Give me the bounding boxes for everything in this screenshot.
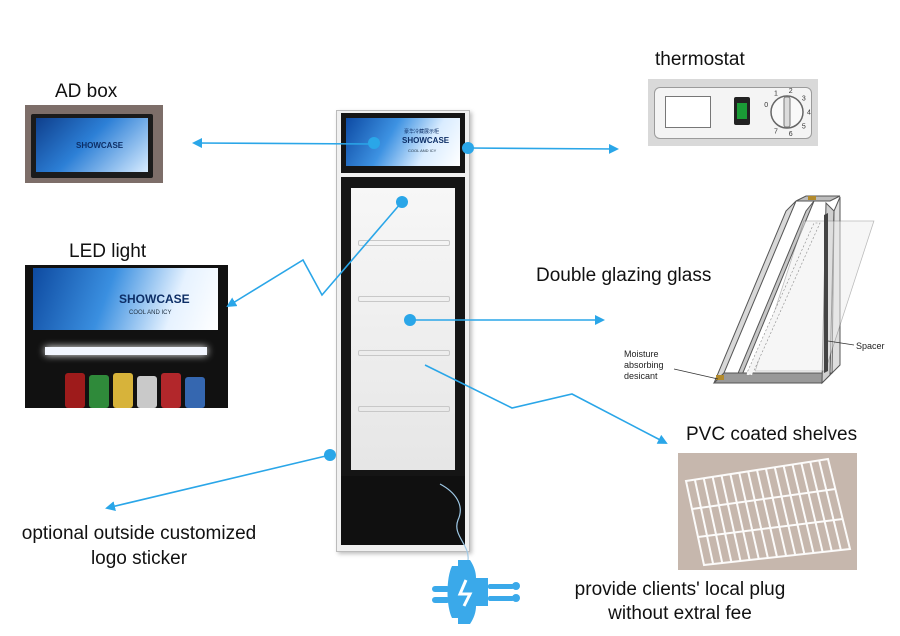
fridge-ad-panel: 豪华冷藏展示柜 SHOWCASE COOL AND ICY (346, 118, 460, 166)
showcase-fridge: 豪华冷藏展示柜 SHOWCASE COOL AND ICY (336, 110, 472, 552)
marker-logo-sticker (324, 449, 336, 461)
dial-number: 6 (789, 131, 793, 138)
pvc-shelf-photo (678, 453, 857, 570)
dial-number: 7 (774, 129, 778, 136)
led-light-photo: SHOWCASE COOL AND ICY (25, 265, 228, 408)
ad-box-photo: SHOWCASE (25, 105, 163, 183)
plug-icon (432, 560, 520, 624)
fridge-bottom-panel (341, 476, 465, 545)
spacer-label: Spacer (856, 341, 885, 351)
logo-sticker-label: optional outside customized logo sticker (8, 523, 270, 570)
fridge-shelf-1 (358, 240, 450, 246)
dial-number: 3 (802, 95, 806, 102)
fridge-shelf-4 (358, 406, 450, 412)
arrow-logo-sticker (105, 454, 331, 512)
fridge-ad-brand: SHOWCASE (402, 136, 450, 145)
dial-number: 2 (789, 88, 793, 95)
double-glazing-diagram: Spacer Moisture absorbing desicant (624, 195, 885, 385)
logo-sticker-label-line1: optional outside customized (21, 523, 257, 544)
thermostat-dial: 01 2 3 45 6 7 (764, 88, 811, 138)
arrow-thermostat (467, 143, 619, 154)
double-glazing-label: Double glazing glass (536, 265, 712, 286)
marker-double-glazing (404, 314, 416, 326)
led-light-tagline: COOL AND ICY (129, 310, 172, 316)
thermostat-switch (734, 97, 750, 125)
dial-number: 0 (764, 102, 768, 109)
plug-cable (439, 483, 469, 561)
thermostat-label: thermostat (655, 49, 745, 70)
led-light-panel: SHOWCASE COOL AND ICY (33, 268, 218, 330)
plug-label-line2: without extral fee (608, 603, 752, 624)
moisture-label-line3: desicant (624, 371, 658, 381)
marker-ad-box (368, 137, 380, 149)
led-light-cans (65, 373, 215, 408)
dial-number: 1 (774, 90, 778, 97)
arrow-led-light (226, 202, 402, 308)
marker-led-light (396, 196, 408, 208)
arrow-pvc-shelves (424, 364, 668, 444)
wire-shelf (684, 457, 852, 567)
dial-number: 5 (802, 124, 806, 131)
fridge-glass (351, 188, 455, 470)
ad-box-label: AD box (55, 81, 118, 102)
marker-thermostat (462, 142, 474, 154)
plug-label-line1: provide clients' local plug (574, 579, 786, 600)
moisture-label-line1: Moisture (624, 349, 659, 359)
ad-box-screen: SHOWCASE (36, 118, 148, 172)
fridge-shelf-2 (358, 296, 450, 302)
fridge-shelf-3 (358, 350, 450, 356)
fridge-ad-tagline: COOL AND ICY (408, 148, 437, 153)
fridge-ad-small: 豪华冷藏展示柜 (404, 129, 440, 135)
dial-number: 4 (807, 110, 811, 117)
led-light-brand: SHOWCASE (119, 292, 190, 306)
logo-sticker-label-line2: logo sticker (90, 548, 188, 569)
arrow-ad-box (192, 138, 373, 149)
ad-box-brand: SHOWCASE (76, 141, 124, 150)
pvc-shelves-label: PVC coated shelves (686, 424, 858, 445)
led-light-label: LED light (69, 241, 147, 262)
plug-label: provide clients' local plug without extr… (560, 579, 800, 625)
moisture-label-line2: absorbing (624, 360, 664, 370)
